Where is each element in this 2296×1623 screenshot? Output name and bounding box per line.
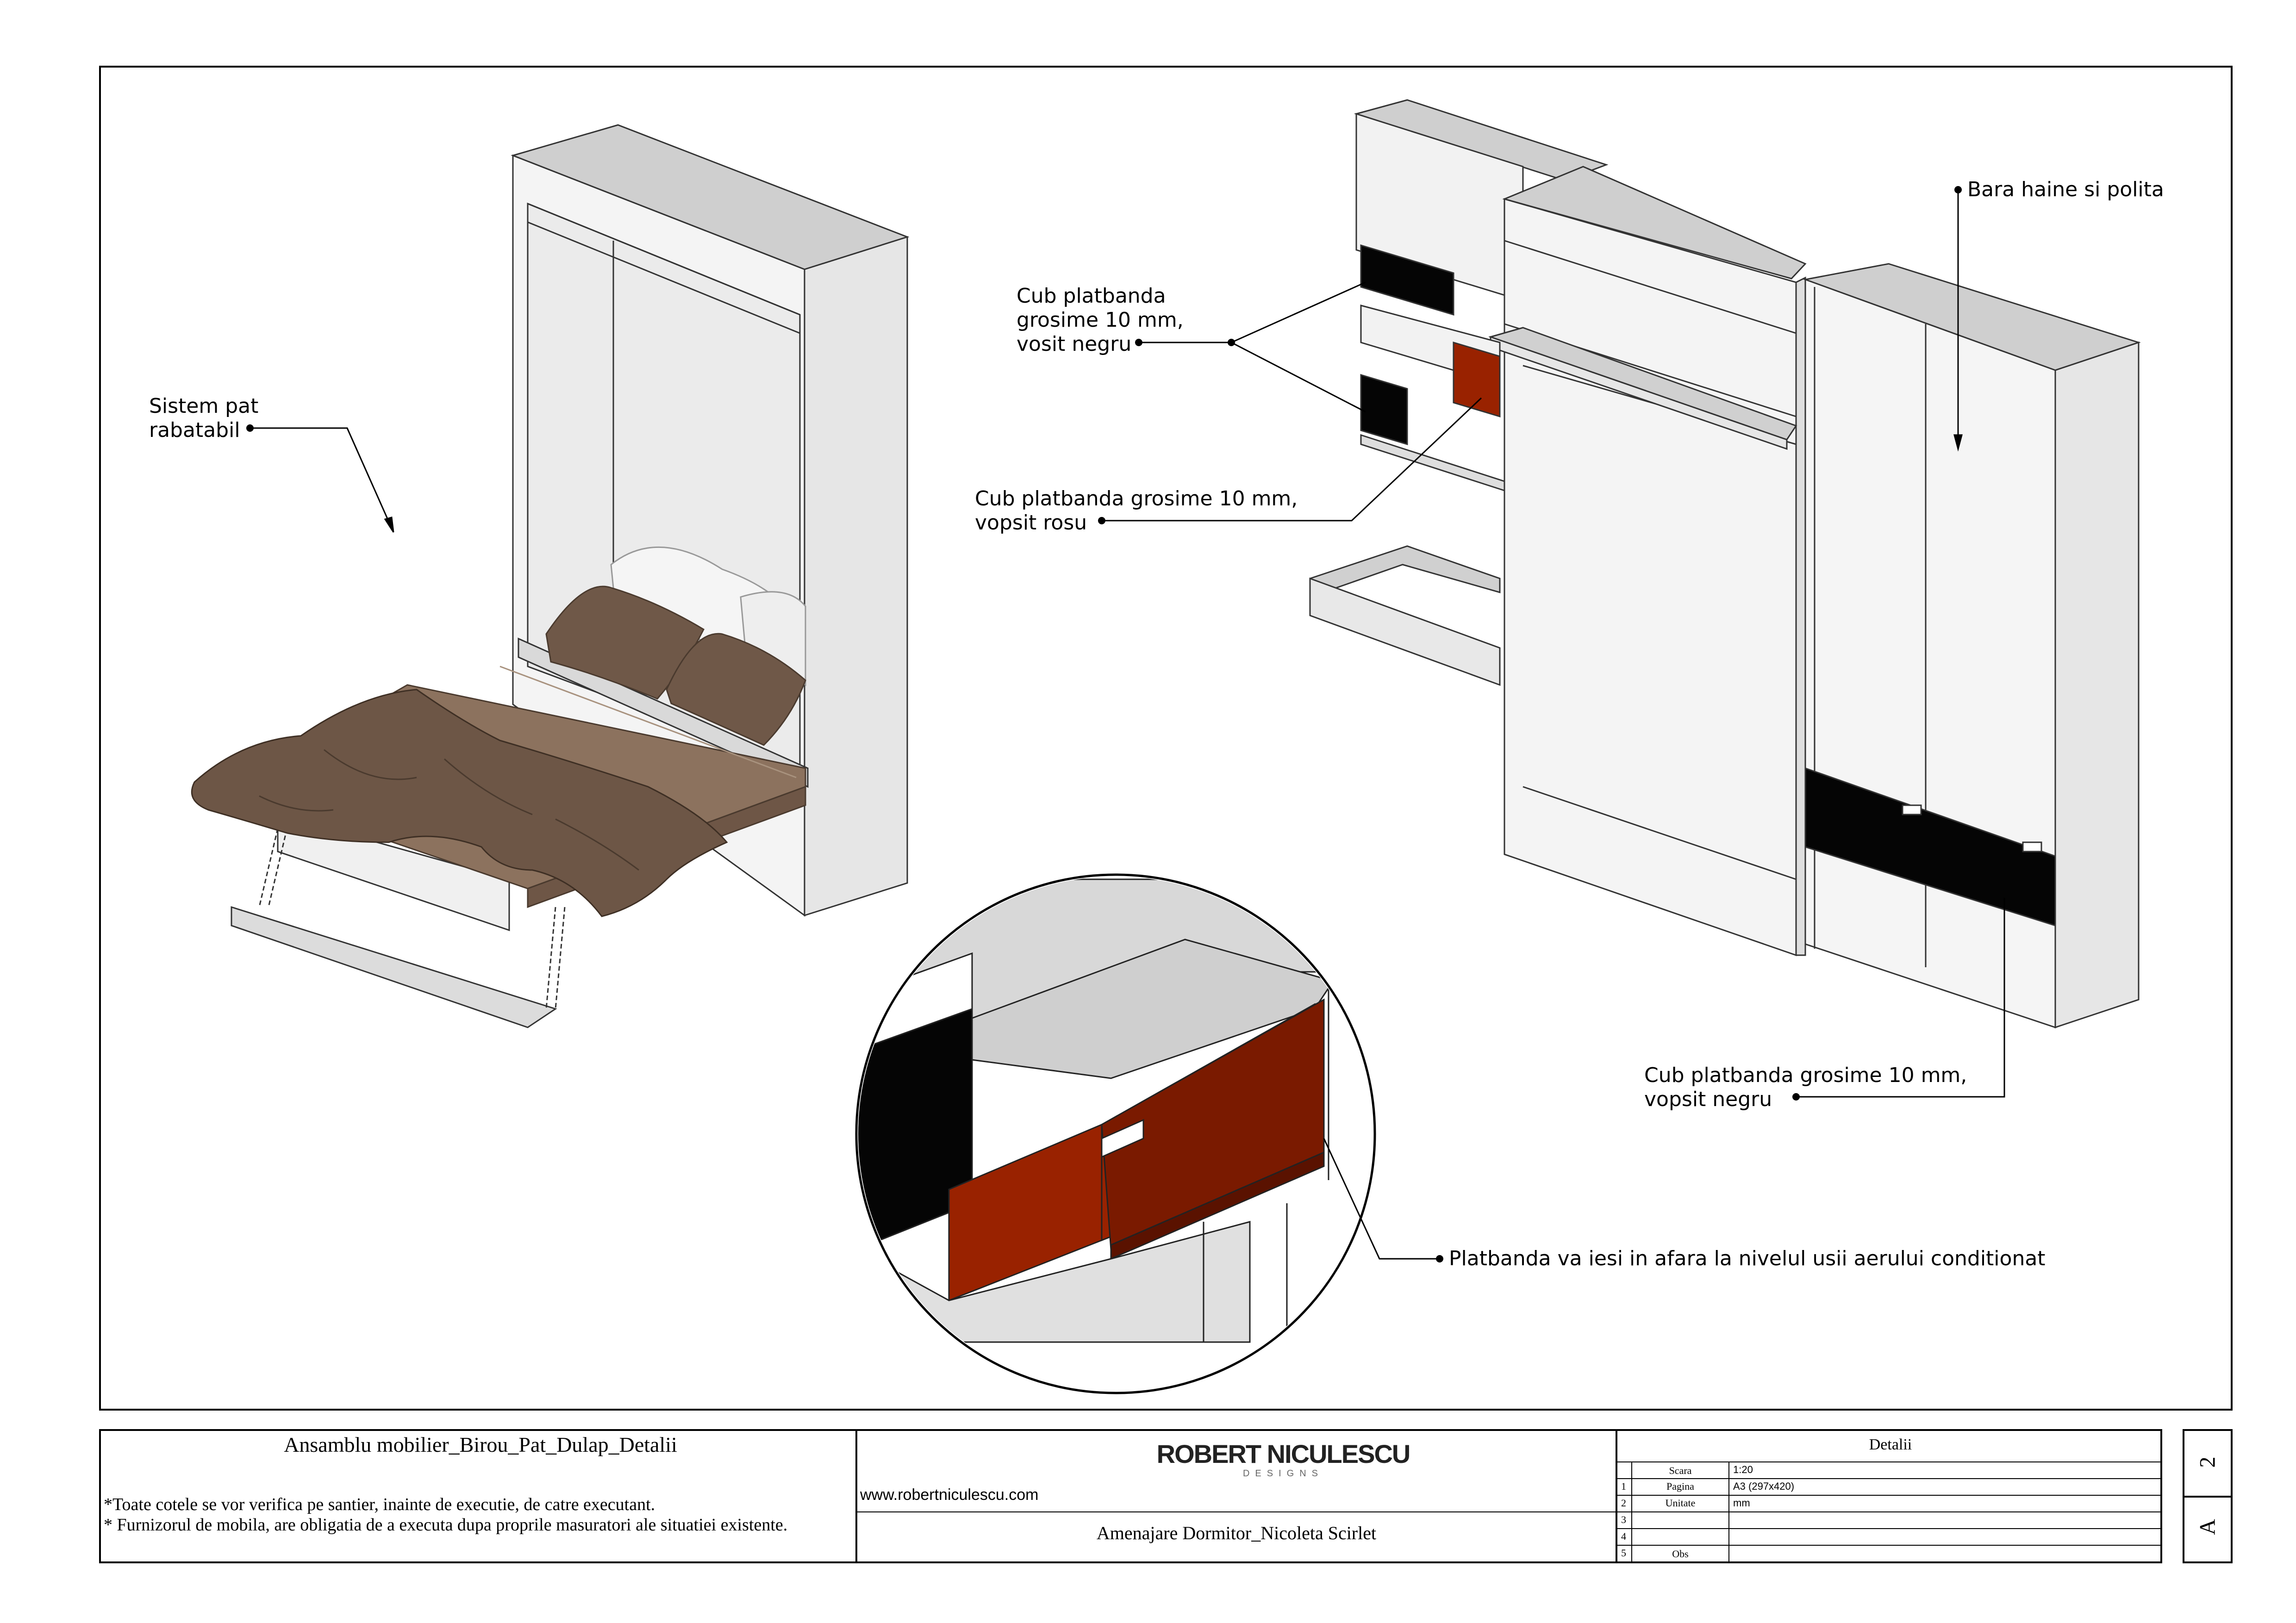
callout-line: vopsit rosu: [975, 511, 1087, 535]
row-num: 2: [1621, 1497, 1626, 1509]
callout-line: Cub platbanda grosime 10 mm,: [1644, 1063, 1967, 1087]
row-label: Scara: [1669, 1465, 1692, 1476]
row-label: Obs: [1672, 1548, 1689, 1560]
row-num: 5: [1621, 1547, 1626, 1559]
callout-line: rabatabil: [149, 418, 240, 442]
sheet-letter: A: [2195, 1519, 2220, 1535]
divider: [1616, 1431, 1617, 1561]
detail-circle: [855, 873, 1376, 1394]
callout-line: vosit negru: [1017, 332, 1132, 356]
page-number: 2: [2195, 1456, 2220, 1468]
divider: [857, 1511, 1616, 1512]
row-label: Unitate: [1665, 1497, 1696, 1509]
callout-line: Bara haine si polita: [1967, 178, 2164, 201]
bed-frame: [231, 814, 566, 1028]
brand-sub: DESIGNS: [1242, 1468, 1324, 1479]
client-name: Amenajare Dormitor_Nicoleta Scirlet: [1096, 1523, 1377, 1543]
callout-cub-negru-top: Cub platbanda grosime 10 mm, vosit negru: [1017, 284, 1184, 356]
info-table: Scara 1:20 1 Pagina A3 (297x420) 2 Unita…: [1617, 1462, 2160, 1561]
duvet: [191, 689, 728, 917]
row-value: A3 (297x420): [1733, 1480, 1795, 1492]
row-num: 3: [1621, 1514, 1626, 1525]
page-indicator: 2 A: [2183, 1429, 2233, 1563]
wardrobe-assembly: [1309, 99, 2141, 1029]
leader-lines: [250, 190, 2005, 1260]
row-value: mm: [1733, 1497, 1750, 1509]
brand-logo: ROBERT NICULESCU DESIGNS: [857, 1440, 1709, 1479]
brand-name: ROBERT NICULESCU: [1156, 1439, 1411, 1468]
callout-line: Sistem pat: [149, 394, 259, 418]
callout-line: Cub platbanda grosime 10 mm,: [975, 487, 1298, 510]
callout-sistem-pat: Sistem pat rabatabil: [149, 394, 258, 442]
row-num: 1: [1621, 1480, 1626, 1492]
website-link[interactable]: www.robertniculescu.com: [860, 1486, 1039, 1504]
callout-line: vopsit negru: [1644, 1088, 1772, 1111]
callout-platbanda: Platbanda va iesi in afara la nivelul us…: [1449, 1247, 2046, 1271]
divider: [1617, 1461, 2160, 1462]
title-block: Ansamblu mobilier_Birou_Pat_Dulap_Detali…: [99, 1429, 2162, 1563]
callout-cub-rosu: Cub platbanda grosime 10 mm, vopsit rosu: [975, 487, 1298, 535]
note-2: * Furnizorul de mobila, are obligatia de…: [104, 1515, 788, 1535]
callout-line: grosime 10 mm,: [1017, 308, 1184, 332]
sheet-type: Detalii: [1869, 1436, 1912, 1453]
callout-line: Platbanda va iesi in afara la nivelul us…: [1449, 1247, 2046, 1270]
row-value: 1:20: [1733, 1464, 1753, 1475]
pillows: [545, 546, 806, 746]
project-title: Ansamblu mobilier_Birou_Pat_Dulap_Detali…: [284, 1433, 677, 1456]
row-label: Pagina: [1666, 1480, 1694, 1492]
row-num: 4: [1621, 1530, 1626, 1542]
divider: [855, 1431, 857, 1561]
callout-line: Cub platbanda: [1017, 284, 1166, 308]
callout-bara-haine: Bara haine si polita: [1967, 178, 2164, 202]
note-1: *Toate cotele se vor verifica pe santier…: [104, 1495, 655, 1514]
leader-dots: [246, 186, 1962, 1262]
drawing-frame: [99, 66, 2233, 1411]
callout-cub-negru-right: Cub platbanda grosime 10 mm, vopsit negr…: [1644, 1063, 1967, 1112]
